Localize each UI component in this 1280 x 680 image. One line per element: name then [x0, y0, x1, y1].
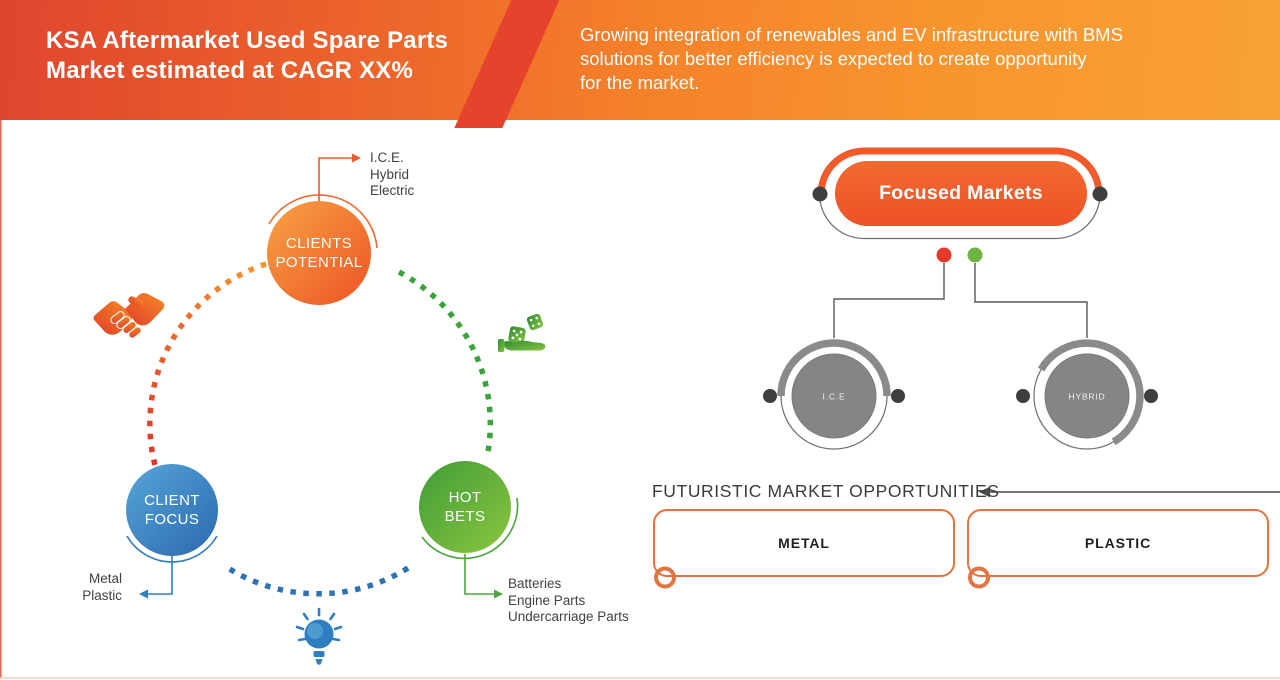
- cycle-node-client-focus: CLIENT FOCUS: [126, 464, 218, 556]
- branch-connectors: [833, 247, 1088, 338]
- opportunities-arrow: [979, 486, 1280, 498]
- branch-line-hybrid: [974, 263, 1088, 338]
- header-banner: KSA Aftermarket Used Spare Parts Market …: [0, 0, 1280, 128]
- arrowhead-right-icon: [494, 589, 503, 599]
- slide-title: KSA Aftermarket Used Spare Parts Market …: [46, 27, 449, 84]
- arrowhead-left-icon: [979, 486, 990, 498]
- node-fill: [791, 353, 877, 439]
- dice-in-hand-icon: [497, 311, 547, 366]
- callout-clients-potential: I.C.E. Hybrid Electric: [370, 150, 415, 198]
- node-thick-arc: [777, 339, 891, 397]
- node-side-dot: [1016, 389, 1030, 403]
- node-side-dot: [1144, 389, 1158, 403]
- arrowhead-left-icon: [139, 589, 148, 599]
- callout-client-focus: Metal Plastic: [82, 571, 122, 603]
- node-side-dot: [763, 389, 777, 403]
- callout-hot-bets: Batteries Engine Parts Undercarriage Par…: [508, 576, 629, 624]
- accent-arc-clients-potential: [268, 194, 378, 249]
- handshake-icon: [92, 290, 166, 349]
- connector-clients-potential: [318, 157, 352, 201]
- opportunity-label: METAL: [778, 535, 830, 551]
- opportunity-card-plastic: PLASTIC: [967, 509, 1269, 577]
- opportunity-label: PLASTIC: [1084, 535, 1152, 551]
- opportunities-heading: FUTURISTIC MARKET OPPORTUNITIES: [652, 481, 1000, 501]
- arrowhead-right-icon: [352, 153, 361, 163]
- connector-hot-bets: [464, 554, 494, 595]
- cycle-node-hot-bets: HOT BETS: [419, 461, 511, 553]
- market-node-ice: I.C.E: [763, 339, 905, 450]
- market-node-label: HYBRID: [1069, 392, 1106, 402]
- dotted-arc-right: [397, 269, 494, 453]
- focused-markets-pill: Focused Markets: [835, 161, 1087, 226]
- branch-line-ice: [833, 263, 945, 338]
- node-thick-arc: [1037, 339, 1144, 446]
- pill-side-dot: [1092, 186, 1108, 202]
- market-node-label: I.C.E: [823, 392, 846, 402]
- market-node-hybrid: HYBRID: [1016, 339, 1158, 450]
- dotted-arc-left: [147, 261, 267, 466]
- cycle-dotted-ring: [147, 261, 494, 597]
- cycle-node-clients-potential: CLIENTS POTENTIAL: [267, 201, 371, 305]
- pill-thick-arc: [817, 147, 1103, 198]
- pill-side-dot: [812, 186, 828, 202]
- focused-markets-decoration: [812, 147, 1108, 240]
- node-fill: [1044, 353, 1130, 439]
- lightbulb-icon: [295, 607, 343, 674]
- accent-arc-hot-bets: [421, 497, 519, 560]
- connector-client-focus: [148, 556, 173, 595]
- dotted-arc-bottom: [226, 565, 410, 597]
- node-side-dot: [891, 389, 905, 403]
- branch-dot-ice: [936, 247, 952, 263]
- header-description: Growing integration of renewables and EV…: [580, 24, 1123, 93]
- branch-dot-hybrid: [967, 247, 983, 263]
- opportunity-card-metal: METAL: [653, 509, 955, 577]
- callout-connectors: [139, 153, 503, 599]
